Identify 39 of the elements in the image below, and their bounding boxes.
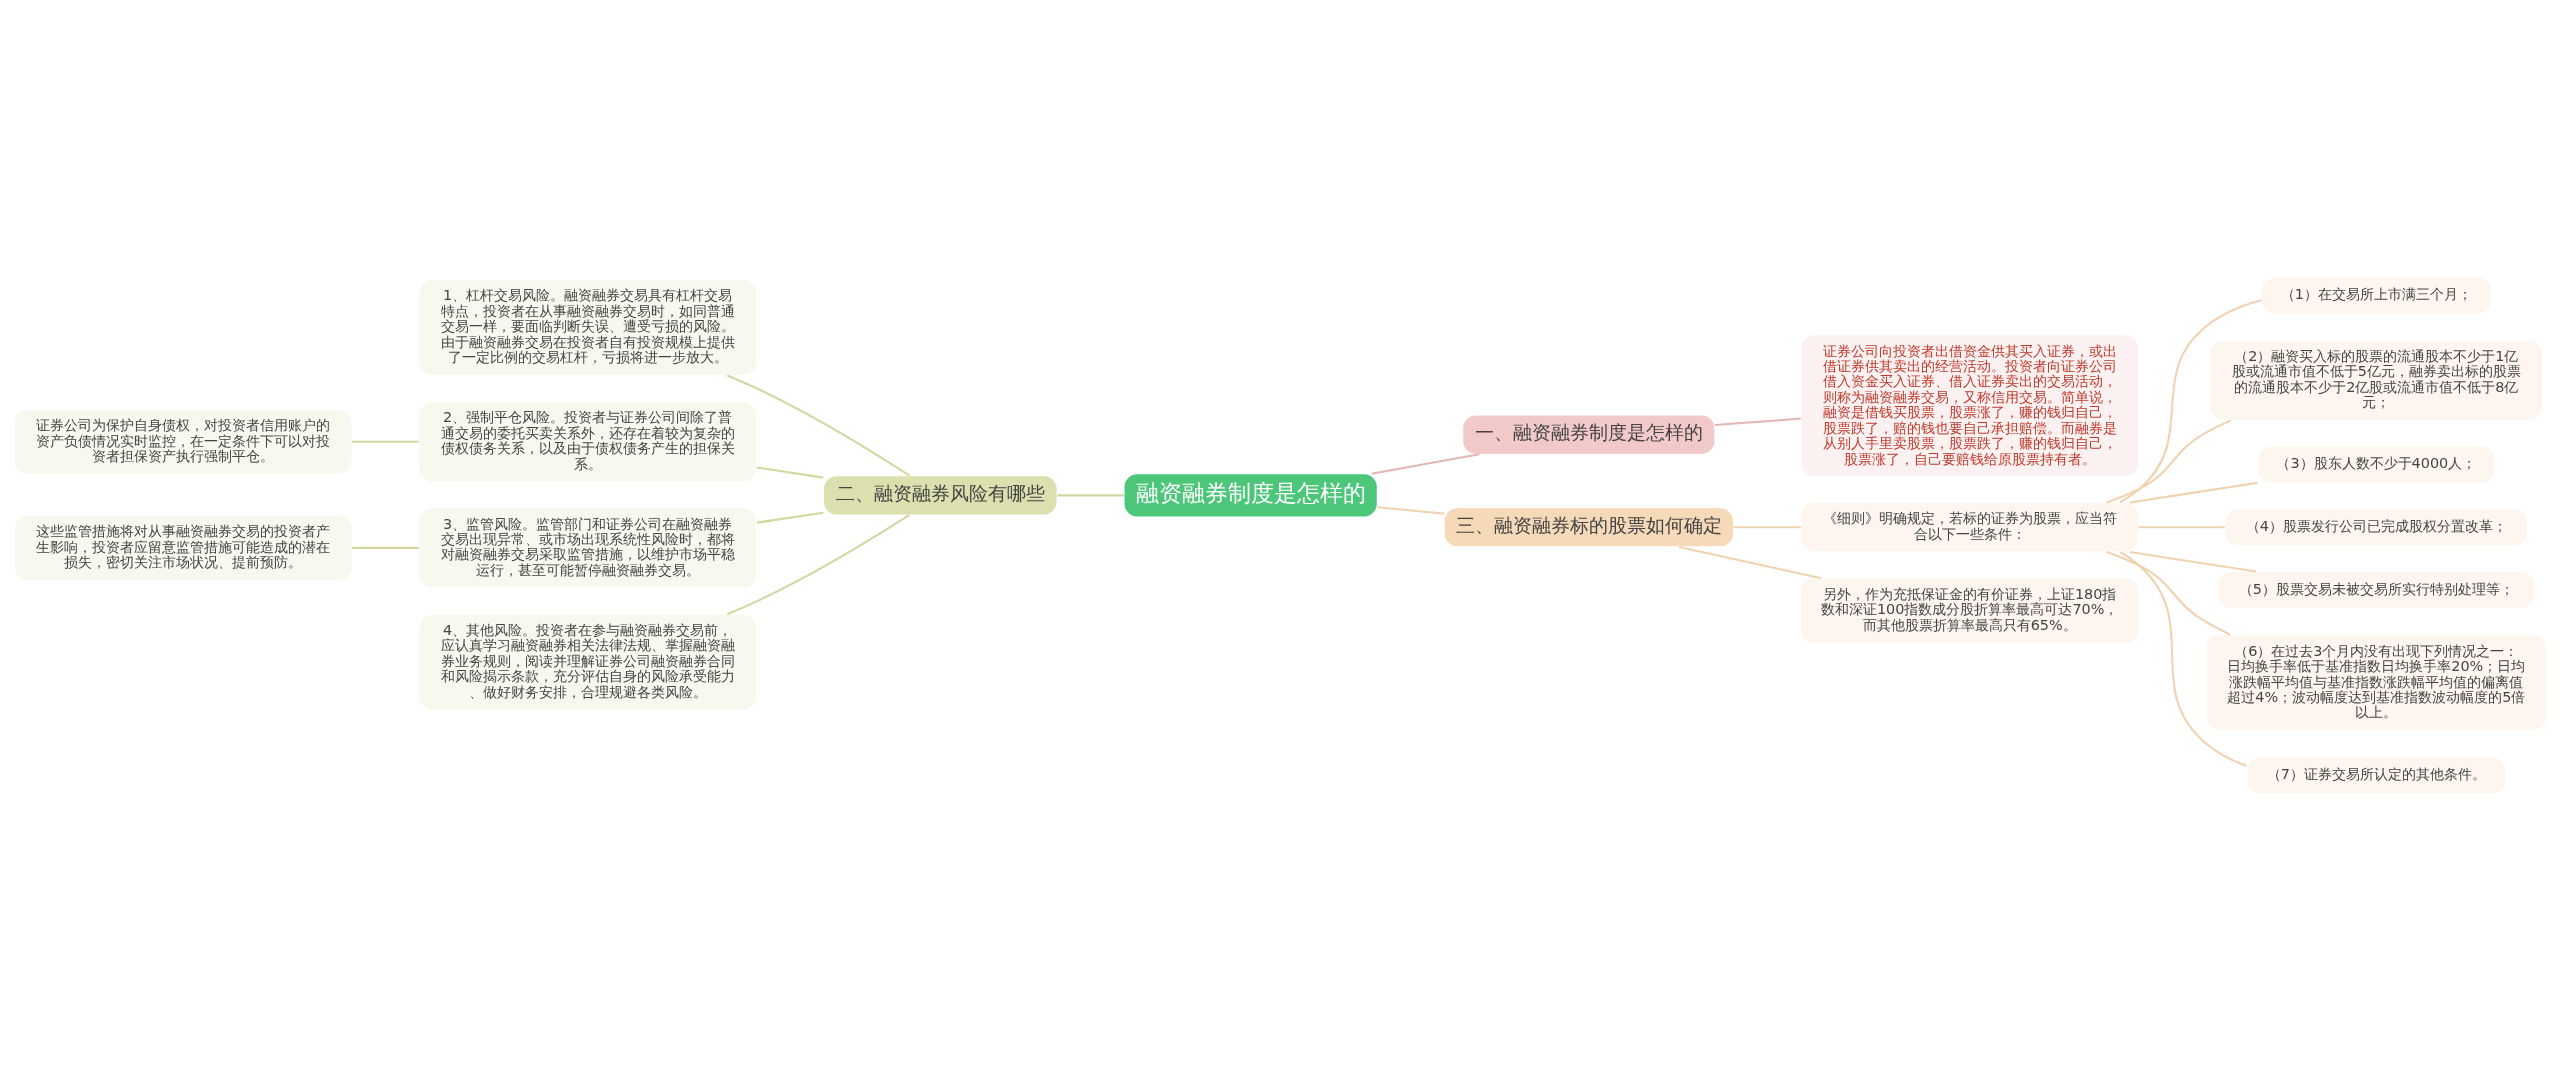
node-box: 2、强制平仓风险。投资者与证券公司间除了普通交易的委托买卖关系外，还存在着较为复杂的债权债务关系，以及由于债权债务产生的担保关系。 [417,400,757,482]
connector [2138,525,2225,528]
connector [1714,417,1801,426]
node-box: 三、融资融券标的股票如何确定 [1443,506,1734,547]
connector [2106,418,2231,503]
connector [2118,298,2262,503]
node-box: （2）融资买入标的股票的流通股本不少于1亿股或流通市值不低于5亿元，融券卖出标的股票的流通股本不少于2亿股或流通市值不低于8亿元； [2209,338,2543,421]
node-box: （5）股票交易未被交易所实行特别处理等； [2216,570,2535,609]
node-box: （1）在交易所上市满三个月； [2260,276,2492,315]
node-box: 这些监管措施将对从事融资融券交易的投资者产生影响，投资者应留意监管措施可能造成的潜在损失，密切关注市场状况、提前预防。 [13,514,352,581]
connector [2129,550,2256,573]
node-box: 二、融资融券风险有哪些 [822,474,1058,515]
node-box: 1、杠杆交易风险。融资融券交易具有杠杆交易特点，投资者在从事融资融券交易时，如同普通交易一样，要面临判断失误、遭受亏损的风险。由于融资融券交易在投资者自有投资规模上提供了一定比例的交易杠杆，亏损将进一步放大。 [417,278,757,376]
connector [1376,505,1444,515]
connector [726,374,910,476]
node-box: 证券公司向投资者出借资金供其买入证券，或出借证券供其卖出的经营活动。投资者向证券公司借入资金买入证券、借入证券卖出的交易活动，则称为融资融券交易，又称信用交易。简单说，融资是借钱买股票，股票涨了，赚的钱归自己，股票跌了，赔的钱也要自己承担赔偿。而融券是从别人手里卖股票，股票跌了，赚的钱归自己，股票涨了，自己要赔钱给原股票持有者。 [1799,333,2139,477]
node-box: 《细则》明确规定，若标的证券为股票，应当符合以下一些条件： [1799,501,2139,552]
connector [351,440,419,443]
node-box: 一、融资融券制度是怎样的 [1461,414,1715,455]
node-box: （6）在过去3个月内没有出现下列情况之一：日均换手率低于基准指数日均换手率20%；日均涨跌幅平均值与基准指数涨跌幅平均值的偏离值超过4%；波动幅度达到基准指数波动幅度的5倍以上。 [2204,633,2547,731]
connector [1678,545,1821,579]
connector [351,546,419,549]
node-box: （4）股票发行公司已完成股权分置改革； [2223,507,2528,546]
connector [2119,550,2247,767]
connector [726,513,910,615]
connector [1370,452,1480,475]
node-box: 4、其他风险。投资者在参与融资融券交易前，应认真学习融资融券相关法律法规、掌握融资融券业务规则，阅读并理解证券公司融资融券合同和风险揭示条款，充分评估自身的风险承受能力、做好财务安排，合理规避各类风险。 [417,613,757,710]
node-box: 3、监管风险。监管部门和证券公司在融资融券交易出现异常、或市场出现系统性风险时，都将对融资融券交易采取监管措施，以维护市场平稳运行，甚至可能暂停融资融券交易。 [417,506,757,588]
connector [1733,525,1801,528]
connector [2129,481,2258,504]
node-box: 融资融券制度是怎样的 [1123,472,1378,517]
connector [1056,493,1124,496]
connector [756,465,823,479]
connector [756,511,823,524]
connector [2106,550,2231,636]
node-box: （7）证券交易所认定的其他条件。 [2246,755,2506,794]
node-box: 证券公司为保护自身债权，对投资者信用账户的资产负债情况实时监控，在一定条件下可以对投资者担保资产执行强制平仓。 [13,408,352,475]
node-box: （3）股东人数不少于4000人； [2256,444,2495,483]
node-box: 另外，作为充抵保证金的有价证券，上证180指数和深证100指数成分股折算率最高可达70%，而其他股票折算率最高只有65%。 [1799,577,2140,644]
